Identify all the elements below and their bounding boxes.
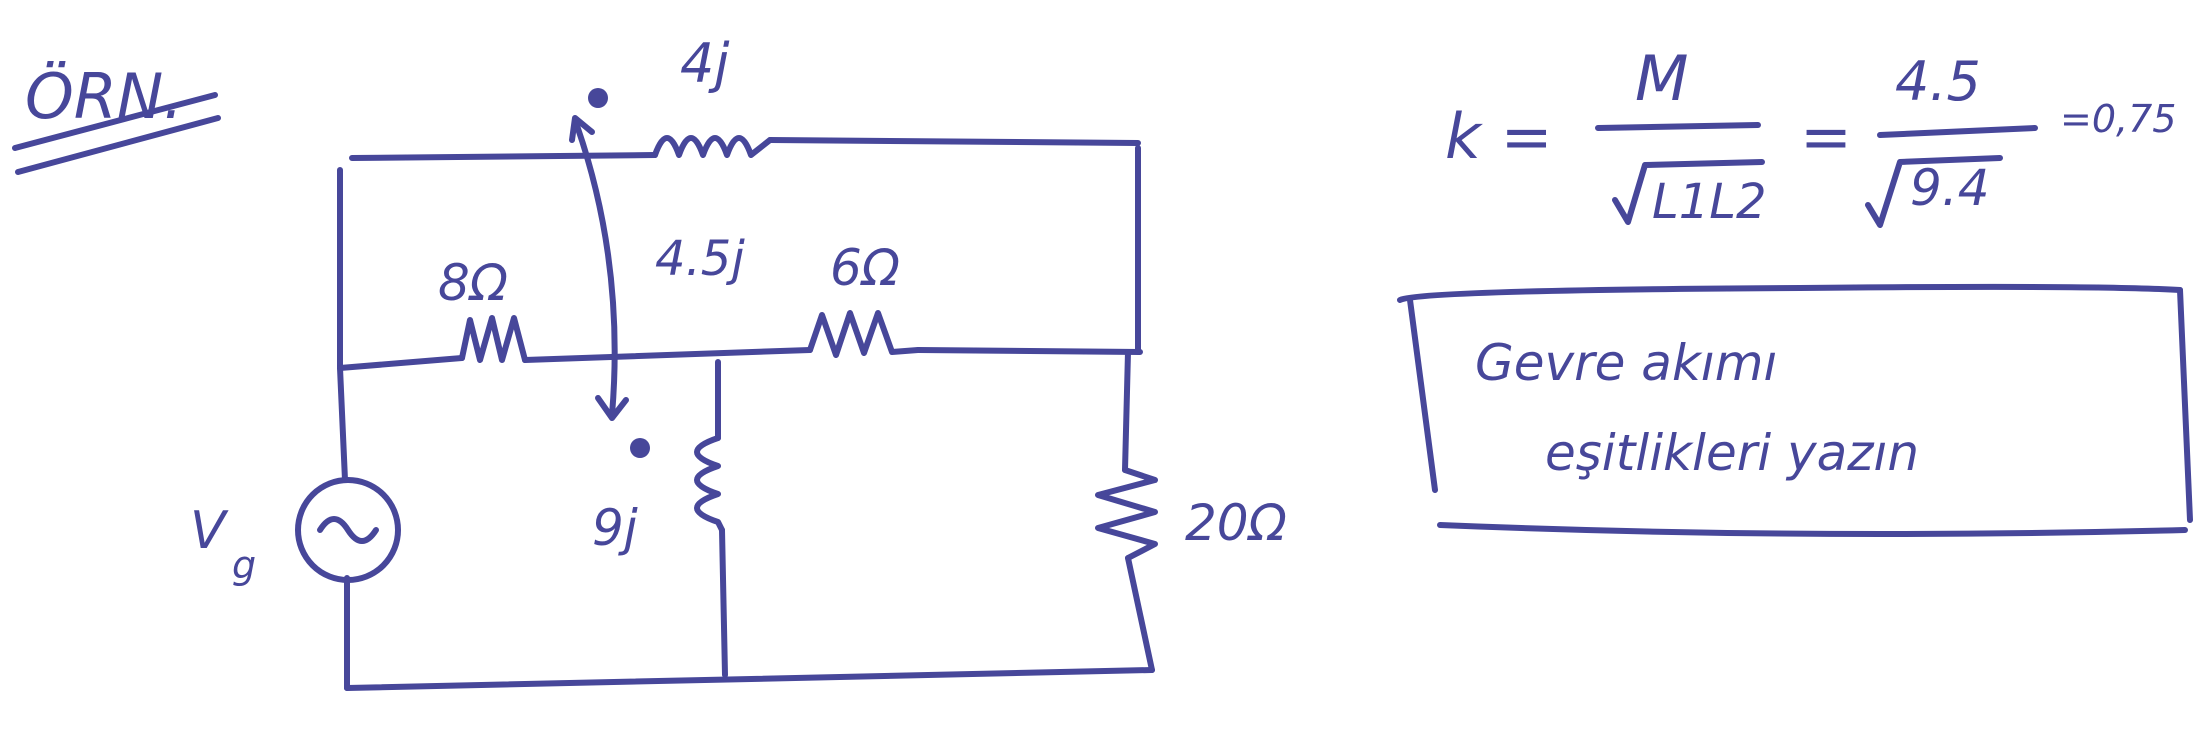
wire-mid-c (915, 347, 1143, 355)
ac-source-circle (295, 477, 401, 583)
eq-sqrt-1 (1612, 159, 1765, 225)
source-subscript: g (232, 543, 256, 587)
wire-top-left (349, 152, 658, 161)
eq-numerator-2: 4.5 (1895, 50, 1981, 113)
note-box-top (1397, 283, 2183, 303)
resistor-8-zigzag (459, 315, 528, 363)
wire-top-right (767, 137, 1141, 146)
resistor-8-label: 8Ω (438, 254, 508, 312)
coupling-arrow-head-top (569, 115, 595, 143)
resistor-20-zigzag (1095, 467, 1158, 561)
resistor-6-zigzag (807, 310, 921, 358)
eq-denominator-2: 9.4 (1910, 159, 1990, 217)
eq-equals-sign: = (1800, 100, 1852, 173)
heading-underline-1 (12, 92, 218, 151)
coupling-arrow-head-bottom (595, 395, 629, 421)
eq-fraction-bar-1 (1595, 122, 1761, 131)
eq-fraction-bar-2 (1877, 125, 2038, 138)
wire-right-mid (1122, 349, 1131, 473)
wire-right-lower (1125, 555, 1155, 673)
coupling-dot-top (588, 88, 608, 108)
eq-lhs: k = (1445, 100, 1553, 173)
ac-source-wave-icon (317, 516, 379, 544)
note-box-bottom (1437, 522, 2188, 537)
wire-mid-b (522, 347, 813, 363)
note-line-1: Gevre akımı (1475, 334, 1777, 392)
coupling-arrow-line (572, 117, 618, 418)
wire-mid-a (337, 355, 465, 371)
vertical-inductor-coil (694, 435, 725, 533)
top-inductor-label: 4j (680, 32, 729, 95)
eq-result: =0,75 (2060, 97, 2176, 141)
eq-denominator-1: L1L2 (1652, 174, 1767, 230)
mutual-inductance-label: 4.5j (655, 231, 745, 287)
eq-sqrt-2 (1865, 155, 2003, 228)
vertical-inductor-label: 9j (592, 499, 638, 557)
heading-underline-2 (15, 115, 221, 175)
eq-numerator-1: M (1635, 42, 1689, 115)
heading-label: ÖRN. (25, 60, 183, 133)
wire-bottom (344, 667, 1155, 691)
note-box-right (2177, 287, 2193, 523)
note-box-left (1407, 297, 1438, 493)
wire-left-to-source (337, 365, 348, 483)
wire-middle-lower (719, 527, 728, 678)
source-label: V (190, 501, 229, 561)
note-line-2: eşitlikleri yazın (1545, 424, 1919, 482)
resistor-6-label: 6Ω (830, 239, 900, 297)
resistor-20-label: 20Ω (1185, 494, 1287, 552)
coupling-dot-bottom (630, 438, 650, 458)
top-inductor-coil (652, 135, 773, 158)
